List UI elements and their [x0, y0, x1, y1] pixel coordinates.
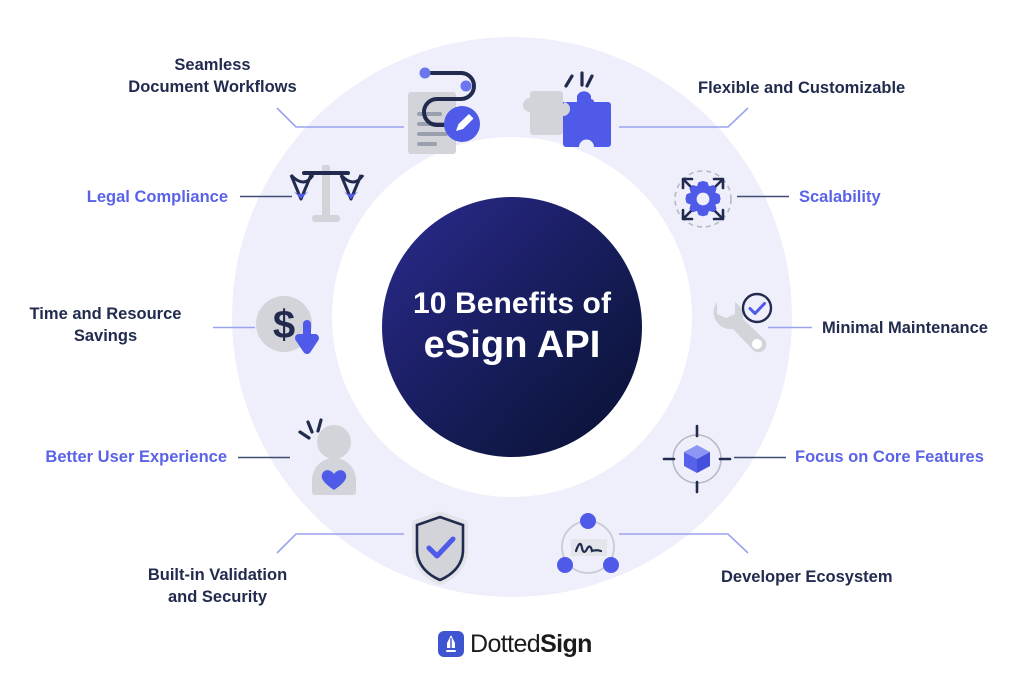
connector-legal-compliance: [240, 195, 292, 198]
connector-better-user-experience: [238, 456, 290, 459]
connector-developer-ecosystem: [618, 528, 750, 554]
connector-built-in-validation-and-security: [276, 528, 406, 554]
signature-network-icon: [552, 509, 624, 581]
wrench-check-icon: [705, 292, 777, 360]
logo-text-dotted: Dotted: [470, 629, 541, 658]
label-better-user-experience: Better User Experience: [45, 448, 227, 466]
connector-scalability: [737, 195, 789, 198]
label-focus-on-core-features: Focus on Core Features: [795, 448, 984, 466]
user-heart-icon: [290, 418, 368, 495]
svg-text:$: $: [273, 303, 295, 347]
connector-time-and-resource-savings: [213, 326, 255, 329]
scales-icon: [288, 163, 365, 231]
target-cube-icon: [662, 424, 732, 494]
label-seamless-document-workflows: Seamless Document Workflows: [128, 56, 297, 96]
connector-minimal-maintenance: [768, 326, 812, 329]
label-developer-ecosystem: Developer Ecosystem: [721, 568, 893, 586]
dottedsign-logo[interactable]: DottedSign: [438, 631, 592, 657]
gear-expand-icon: [669, 165, 737, 233]
dottedsign-wordmark: DottedSign: [470, 629, 592, 658]
label-built-in-validation-and-security: Built-in Validation and Security: [147, 566, 288, 606]
shield-check-icon: [408, 508, 472, 588]
label-flexible-and-customizable: Flexible and Customizable: [698, 79, 906, 97]
label-time-and-resource-savings: Time and Resource Savings: [29, 305, 182, 345]
dollar-down-arrow-icon: $: [256, 296, 324, 360]
connector-focus-on-core-features: [734, 456, 786, 459]
pen-nib-icon: [438, 631, 464, 657]
center-title-line1: 10 Benefits of: [412, 286, 612, 320]
center-circle: 10 Benefits of eSign API: [382, 197, 642, 457]
label-legal-compliance: Legal Compliance: [86, 188, 228, 206]
document-pen-icon: [404, 64, 490, 156]
puzzle-icon: [522, 68, 620, 156]
label-minimal-maintenance: Minimal Maintenance: [822, 319, 988, 337]
label-scalability: Scalability: [799, 188, 881, 206]
logo-text-sign: Sign: [540, 629, 592, 658]
connector-flexible-and-customizable: [618, 107, 750, 133]
center-title-line2: eSign API: [423, 324, 601, 367]
connector-seamless-document-workflows: [276, 107, 406, 133]
